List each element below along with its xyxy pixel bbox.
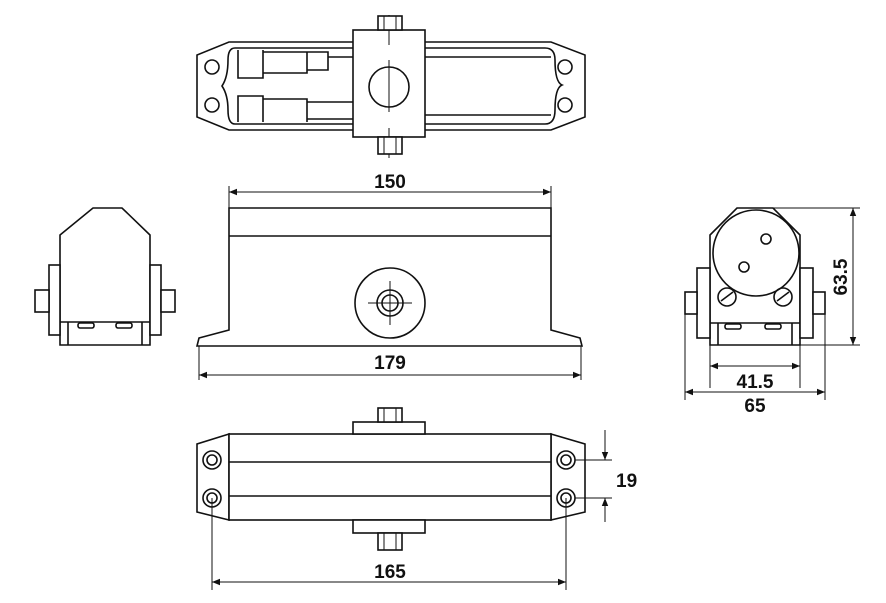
dim-label-165: 165 — [374, 562, 406, 583]
dim-label-63-5: 63.5 — [831, 258, 852, 295]
dim-label-150: 150 — [374, 172, 406, 193]
top-view — [196, 15, 586, 158]
dimension-150: 150 — [228, 172, 552, 208]
dim-label-179: 179 — [374, 353, 406, 374]
dimension-165: 165 — [211, 498, 567, 590]
dimension-19: 19 — [575, 430, 637, 522]
right-side-view — [684, 207, 826, 346]
dimension-179: 179 — [198, 346, 582, 380]
dimension-65: 65 — [684, 314, 826, 417]
dim-label-19: 19 — [616, 471, 637, 492]
dim-label-65: 65 — [744, 396, 766, 417]
dimension-41-5: 41.5 — [709, 345, 801, 393]
dimension-63-5: 63.5 — [773, 207, 860, 346]
bottom-view — [196, 407, 586, 551]
left-side-view — [34, 207, 176, 346]
dim-label-41-5: 41.5 — [737, 372, 774, 393]
front-view — [195, 207, 584, 347]
